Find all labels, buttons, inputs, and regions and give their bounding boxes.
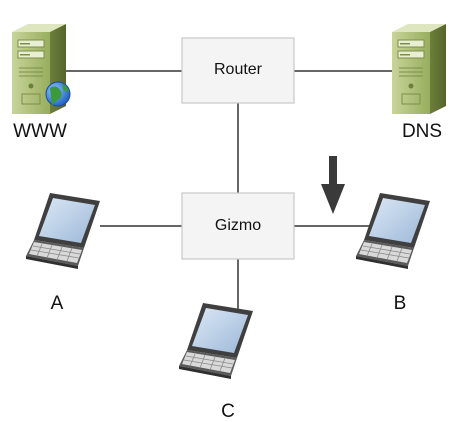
laptop-c-label: C: [221, 401, 235, 422]
laptop-b-label: B: [393, 293, 407, 314]
arrow-down-icon: [321, 156, 345, 214]
server-globe-icon: [11, 23, 71, 115]
laptop-icon-a: [25, 192, 101, 270]
laptop-icon-b: [355, 192, 431, 270]
www-label: WWW: [13, 121, 67, 142]
dns-label: DNS: [401, 121, 443, 142]
laptop-a-label: A: [50, 293, 64, 314]
globe-icon: [45, 81, 71, 107]
server-icon: [391, 23, 447, 115]
router-box: [181, 37, 295, 104]
gizmo-box: [181, 192, 295, 260]
gizmo-label: Gizmo: [214, 217, 262, 234]
router-label: Router: [213, 61, 263, 78]
laptop-icon-c: [178, 302, 254, 380]
